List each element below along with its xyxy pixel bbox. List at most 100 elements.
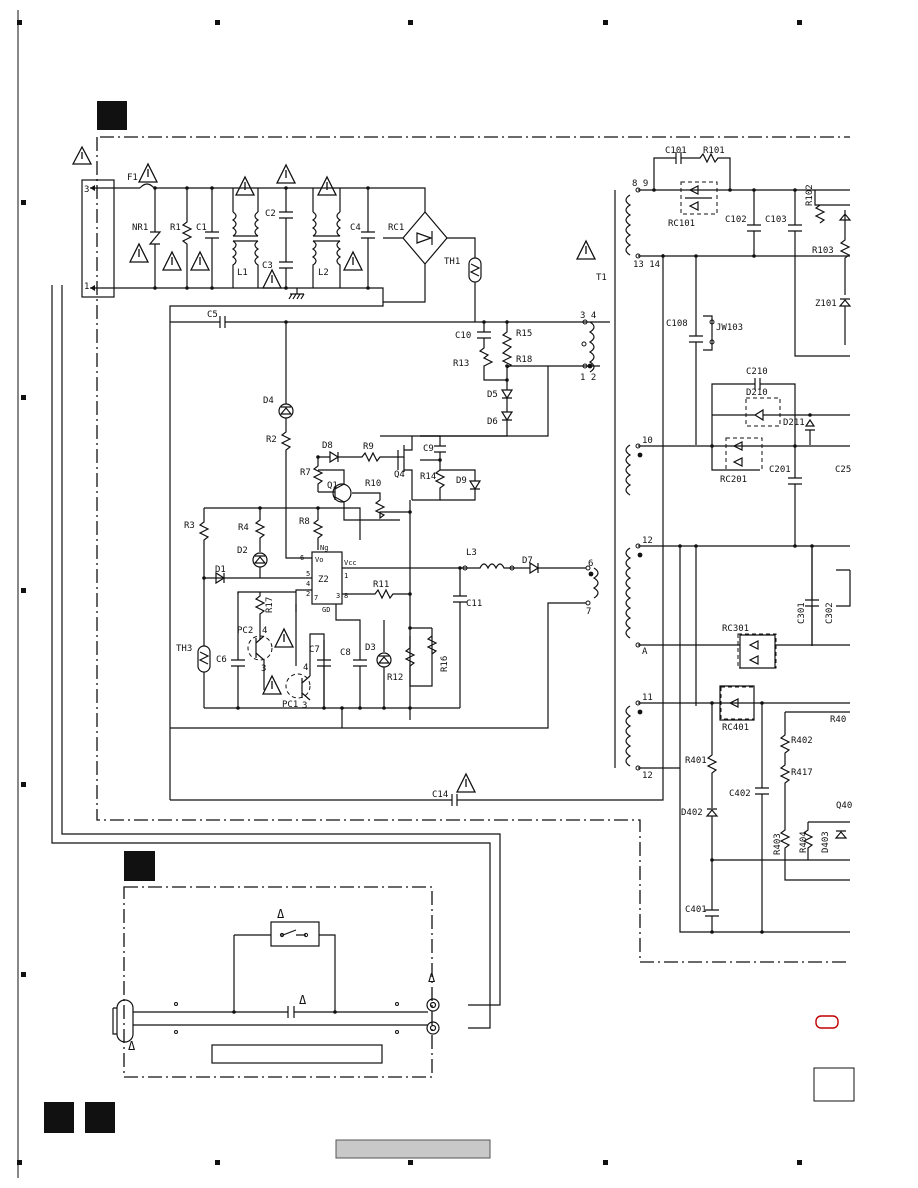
svg-text:3: 3 <box>302 701 307 711</box>
warning-delta-cap: Δ <box>299 993 307 1007</box>
label-PC2: PC2 <box>237 626 253 636</box>
svg-text:1 2: 1 2 <box>580 373 596 383</box>
svg-text:1: 1 <box>344 572 348 580</box>
section-outlines <box>96 136 850 1078</box>
label-Q4: Q4 <box>394 470 405 480</box>
primary-wiring <box>51 183 664 1029</box>
svg-text:Vcc: Vcc <box>344 559 357 567</box>
svg-text:6: 6 <box>300 554 304 562</box>
svg-text:2: 2 <box>306 590 310 598</box>
label-D7: D7 <box>522 556 533 566</box>
svg-text:10: 10 <box>642 436 653 446</box>
label-C108: C108 <box>666 319 688 329</box>
secondary-wiring <box>614 152 852 933</box>
label-C210: C210 <box>746 367 768 377</box>
svg-text:6: 6 <box>588 559 593 569</box>
svg-text:12: 12 <box>642 536 653 546</box>
label-D211: D211 <box>783 418 805 428</box>
svg-text:7: 7 <box>586 607 591 617</box>
label-C25: C25 <box>835 465 851 475</box>
label-L2: L2 <box>318 268 329 278</box>
svg-text:Ng: Ng <box>320 544 328 552</box>
label-D3: D3 <box>365 643 376 653</box>
svg-text:12: 12 <box>642 771 653 781</box>
input-connector: 3 1 <box>81 179 115 298</box>
label-R103: R103 <box>812 246 834 256</box>
label-C102: C102 <box>725 215 747 225</box>
label-C8: C8 <box>340 648 351 658</box>
svg-text:4: 4 <box>262 626 267 636</box>
label-R14: R14 <box>420 472 436 482</box>
label-R15: R15 <box>516 329 532 339</box>
Z2-label: Z2 <box>318 575 329 585</box>
label-C101: C101 <box>665 146 687 156</box>
page-frame <box>17 10 802 1178</box>
label-D5: D5 <box>487 390 498 400</box>
label-D403: D403 <box>821 831 831 853</box>
label-C401: C401 <box>685 905 707 915</box>
label-C302: C302 <box>825 602 835 624</box>
junction-dots <box>153 186 814 1014</box>
warning-delta-plug: Δ <box>128 1039 136 1053</box>
label-RC401: RC401 <box>722 723 749 733</box>
label-R3: R3 <box>184 521 195 531</box>
warning-delta-switch: Δ <box>277 907 285 921</box>
svg-text:3: 3 <box>336 592 340 600</box>
label-D6: D6 <box>487 417 498 427</box>
label-Q40: Q40 <box>836 801 852 811</box>
label-C14: C14 <box>432 790 448 800</box>
label-C9: C9 <box>423 444 434 454</box>
label-C1: C1 <box>196 223 207 233</box>
label-R2: R2 <box>266 435 277 445</box>
label-NR1: NR1 <box>132 223 148 233</box>
label-D4: D4 <box>263 396 274 406</box>
label-C7: C7 <box>309 645 320 655</box>
label-C10: C10 <box>455 331 471 341</box>
label-Z101: Z101 <box>815 299 837 309</box>
svg-text:8 9: 8 9 <box>632 179 648 189</box>
section-label-bottom <box>124 851 155 881</box>
label-C11: C11 <box>466 599 482 609</box>
ac-inlet-section <box>112 921 440 1064</box>
svg-text:7: 7 <box>314 594 318 602</box>
footer-title-bar <box>335 1139 491 1159</box>
label-RC1: RC1 <box>388 223 404 233</box>
label-R403: R403 <box>773 833 783 855</box>
label-C201: C201 <box>769 465 791 475</box>
label-PC1: PC1 <box>282 700 298 710</box>
svg-text:5: 5 <box>306 570 310 578</box>
label-RC101: RC101 <box>668 219 695 229</box>
pin-1-label: 1 <box>84 282 89 292</box>
bottom-right-box <box>813 1067 855 1102</box>
svg-text:4: 4 <box>303 663 308 673</box>
component-labels: F1 NR1 R1 C1 C2 C3 L1 L2 C4 RC1 TH1 T1 C… <box>127 146 852 915</box>
label-R404: R404 <box>799 831 809 853</box>
pc-pin-labels: 4 3 4 3 <box>261 626 308 711</box>
page-number-block-2 <box>85 1102 115 1133</box>
label-R10: R10 <box>365 479 381 489</box>
section-label-top <box>97 101 127 130</box>
svg-text:3: 3 <box>261 664 266 674</box>
label-R9: R9 <box>363 442 374 452</box>
label-R1: R1 <box>170 223 181 233</box>
label-R12: R12 <box>387 673 403 683</box>
label-D9: D9 <box>456 476 467 486</box>
label-C103: C103 <box>765 215 787 225</box>
label-R18: R18 <box>516 355 532 365</box>
svg-text:A: A <box>642 647 648 657</box>
label-C402: C402 <box>729 789 751 799</box>
svg-text:11: 11 <box>642 693 653 703</box>
label-JW103: JW103 <box>716 323 743 333</box>
label-TH3: TH3 <box>176 644 192 654</box>
svg-text:8: 8 <box>344 592 348 600</box>
label-C3: C3 <box>262 261 273 271</box>
transformer-pin-labels: 8 9 13 14 3 4 1 2 10 12 A 11 12 6 7 <box>580 179 660 781</box>
label-D402: D402 <box>681 808 703 818</box>
warning-icons <box>71 145 597 793</box>
label-R11: R11 <box>373 580 389 590</box>
label-R417: R417 <box>791 768 813 778</box>
label-R17: R17 <box>265 597 275 613</box>
label-R4: R4 <box>238 523 249 533</box>
warning-delta-out: Δ <box>428 971 436 985</box>
